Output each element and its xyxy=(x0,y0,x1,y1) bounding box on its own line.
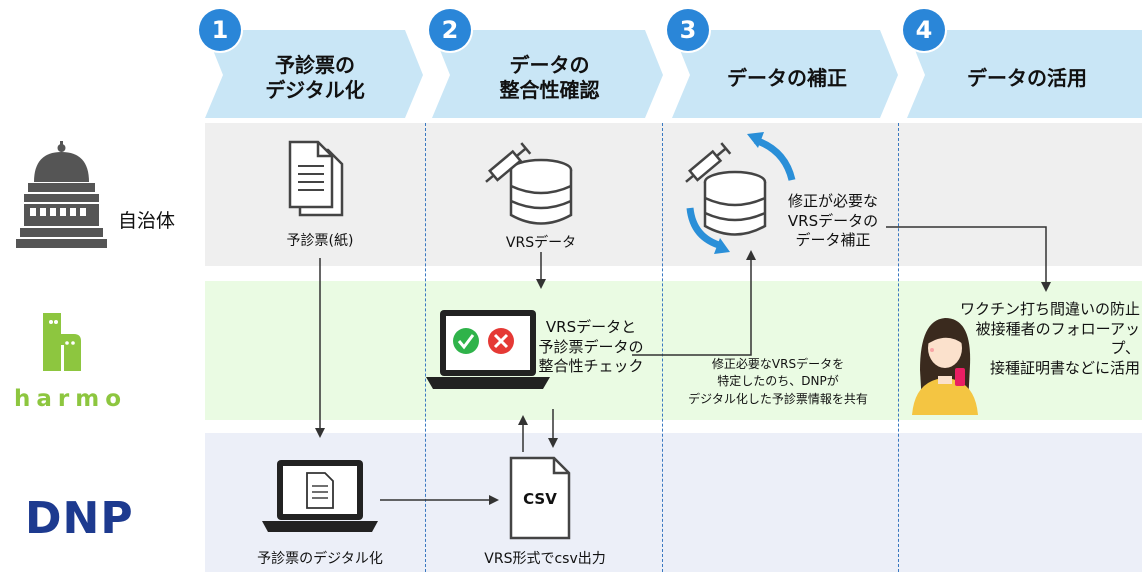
step-1-number: 1 xyxy=(199,9,241,51)
csv-file-icon xyxy=(509,456,571,540)
cross-circle-icon xyxy=(488,328,514,354)
arrow-correction-to-usage xyxy=(886,226,1051,292)
step-4-number: 4 xyxy=(903,9,945,51)
document-stack-icon xyxy=(288,140,344,217)
step-4-label: データの活用 xyxy=(967,65,1087,90)
column-divider-1 xyxy=(425,123,426,572)
municipality-label: 自治体 xyxy=(118,210,176,232)
laptop-document-icon xyxy=(262,460,378,532)
step-2-number: 2 xyxy=(429,9,471,51)
csv-badge-label: CSV xyxy=(523,490,557,508)
step-4-chevron xyxy=(907,30,1142,118)
harmo-h-logo xyxy=(43,313,81,371)
harmo-logo: harmo xyxy=(14,386,128,412)
step-3-number: 3 xyxy=(667,9,709,51)
municipality-row-band xyxy=(205,123,1142,266)
step-2-chevron xyxy=(432,30,663,118)
check-circle-icon xyxy=(453,328,479,354)
dnp-logo: DNP xyxy=(25,493,134,544)
capitol-building-icon xyxy=(16,141,107,248)
column-divider-3 xyxy=(898,123,899,572)
process-header xyxy=(205,30,1142,118)
step-1-label: 予診票の デジタル化 xyxy=(265,53,365,102)
step-3-chevron xyxy=(672,30,898,118)
vrs-data-label: VRSデータ xyxy=(505,235,577,251)
share-note-label: 修正必要なVRSデータを 特定したのち、DNPが デジタル化した予診票情報を共有 xyxy=(688,357,868,406)
paper-form-label: 予診票(紙) xyxy=(286,233,354,249)
digitize-label: 予診票のデジタル化 xyxy=(257,551,383,567)
arrow-check-to-correction xyxy=(632,250,756,356)
step-1-chevron xyxy=(205,30,423,118)
column-divider-2 xyxy=(662,123,663,572)
correction-label: 修正が必要な VRSデータの データ補正 xyxy=(787,192,879,249)
harmo-row-band xyxy=(205,281,1142,420)
csv-output-label: VRS形式でcsv出力 xyxy=(484,551,606,567)
step-2-label: データの 整合性確認 xyxy=(499,53,600,102)
syringe-database-icon xyxy=(485,142,573,225)
step-3-label: データの補正 xyxy=(727,65,847,90)
check-label: VRSデータと 予診票データの 整合性チェック xyxy=(538,318,644,375)
usage-label: ワクチン打ち間違いの防止 被接種者のフォローアップ、 接種証明書などに活用 xyxy=(960,300,1141,377)
syringe-database-refresh-icon xyxy=(685,132,796,254)
